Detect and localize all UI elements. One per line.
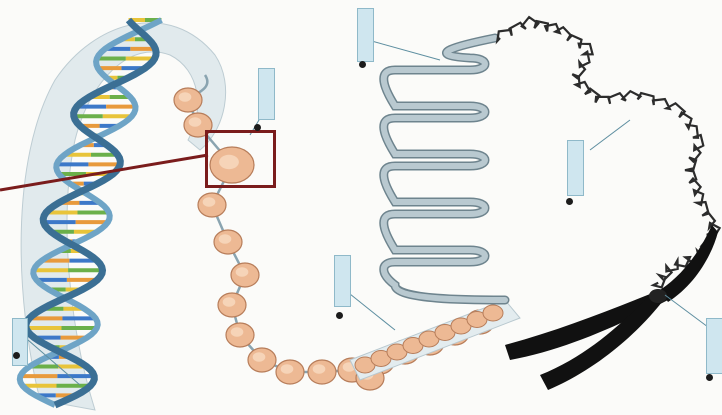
chromatid-arm (660, 225, 718, 302)
packed-nucleosome (483, 305, 503, 321)
nucleosome-highlight (189, 117, 202, 127)
callout-number-dot (13, 352, 20, 359)
nucleosome-highlight (236, 267, 249, 277)
callout-number-dot (706, 374, 713, 381)
nucleosome-highlight (219, 234, 232, 244)
callout-condensed-coil (567, 140, 584, 196)
nucleosome-highlight (231, 327, 244, 337)
callout-chromatin-fiber (357, 8, 374, 62)
callout-number-dot (336, 312, 343, 319)
callout-chromosome (706, 318, 722, 374)
chromosome (505, 225, 718, 390)
callout-leader-chromosome (665, 295, 712, 330)
callout-number-dot (566, 198, 573, 205)
callout-leader-coil (590, 120, 630, 150)
callout-leader-loops (345, 290, 395, 330)
centromere (649, 289, 667, 303)
nucleosome-highlight (253, 352, 266, 362)
looped-fiber (384, 38, 505, 300)
coiled-chromatin (497, 17, 719, 287)
nucleosome-highlight-box (205, 130, 276, 188)
callout-number-dot (359, 61, 366, 68)
chromatid-arm (505, 290, 668, 360)
nucleosome-highlight (223, 297, 236, 307)
callout-looped-domain (334, 255, 351, 307)
nucleosome-highlight (313, 364, 326, 374)
nucleosome-highlight (179, 92, 192, 102)
nucleosome-highlight (281, 364, 294, 374)
callout-nucleosome-fiber (258, 68, 275, 120)
nucleosome-highlight (203, 197, 216, 207)
callout-leader-fiber (368, 40, 440, 60)
callout-number-dot (254, 124, 261, 131)
coiled-loops (497, 17, 719, 287)
solenoid-fiber (350, 300, 520, 380)
